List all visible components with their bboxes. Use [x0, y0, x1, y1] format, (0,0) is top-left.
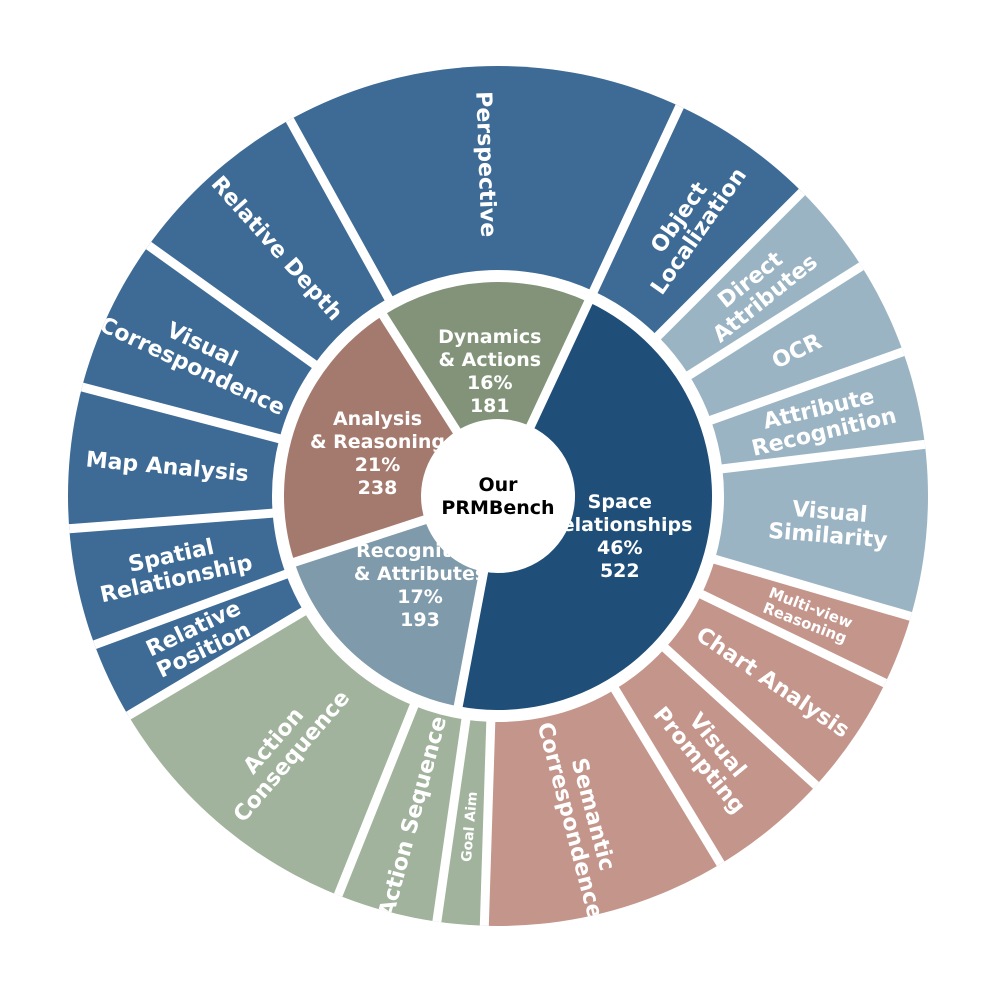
outer-slice-perspective [270, 66, 697, 299]
center-label-line-1: Our [478, 474, 518, 496]
outer-slice-attribute-recognition [710, 338, 928, 469]
outer-slice-map-analysis [68, 376, 280, 532]
inner-slice-space-relationships [458, 302, 713, 711]
center-label: Our PRMBench [441, 474, 554, 519]
outer-separator [478, 719, 496, 926]
inner-slice-analysis-reasoning [283, 315, 457, 563]
outer-slice-goal-aim [431, 719, 491, 926]
inner-separator [378, 311, 462, 436]
outer-label-goal-aim: Goal Aim [459, 791, 481, 863]
inner-separator [291, 514, 429, 568]
center-label-line-2: PRMBench [441, 497, 554, 519]
outer-slice-spatial-relationship [68, 513, 286, 659]
outer-slice-multi-view-reasoning [701, 559, 928, 701]
outer-slice-action-sequence [323, 705, 466, 926]
outer-label-perspective: Perspective [470, 91, 500, 238]
inner-ring [283, 281, 713, 711]
outer-slice-relative-position [68, 574, 304, 737]
inner-separator [525, 298, 594, 430]
inner-separator [453, 568, 489, 710]
outer-slice-visual-similarity [714, 439, 928, 628]
inner-slice-recognition-attributes [294, 519, 484, 707]
